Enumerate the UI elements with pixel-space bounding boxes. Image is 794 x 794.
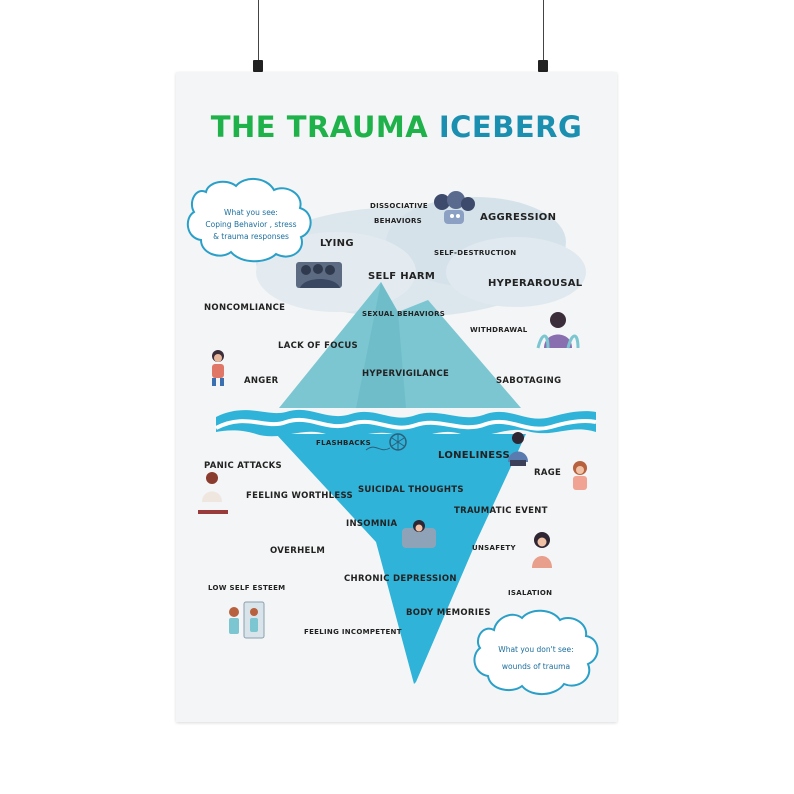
label-dissociative-2: BEHAVIORS [374,217,423,225]
bubble-see-text: What you see: Coping Behavior , stress &… [188,207,314,243]
title-part-1: THE TRAUMA [210,110,429,144]
label-feeling-worthless: FEELING WORTHLESS [246,491,353,501]
ball-of-yarn-icon [365,433,407,451]
wave-highlight [215,417,597,431]
bubble-see-line-3: & trauma responses [213,232,289,241]
poster: THE TRAUMA ICEBERG What you see: Coping … [176,72,617,722]
woman-in-bed-icon [402,520,436,548]
hanging-wire-left [258,0,259,60]
angry-woman-icon [212,350,224,386]
label-dissociative-1: DISSOCIATIVE [370,202,428,210]
label-chronic-depression: CHRONIC DEPRESSION [344,574,457,584]
page-title: THE TRAUMA ICEBERG [176,110,617,144]
iceberg-underwater [276,434,526,684]
label-feeling-incompetent: FEELING INCOMPETENT [304,628,402,636]
label-rage: RAGE [534,468,562,478]
label-sexual-behaviors: SEXUAL BEHAVIORS [362,310,446,318]
mirror-reflection-icon [229,601,265,639]
bubble-dont-see-text: What you don't see: wounds of trauma [480,641,592,675]
label-loneliness: LONELINESS [438,450,510,461]
iceberg-illustration [186,178,599,695]
hanging-wire-right [543,0,544,60]
label-withdrawal: WITHDRAWAL [470,326,528,334]
label-noncompliance: NONCOMLIANCE [204,303,286,313]
label-body-memories: BODY MEMORIES [406,608,491,618]
bubble-see-line-1: What you see: [224,208,278,217]
label-traumatic-event: TRAUMATIC EVENT [454,506,548,516]
label-hyperarousal: HYPERAROUSAL [488,278,583,289]
crying-woman-icon [536,312,580,349]
label-low-self-esteem: LOW SELF ESTEEM [208,584,286,592]
label-self-destruction: SELF-DESTRUCTION [434,249,517,257]
title-part-2: ICEBERG [438,110,583,144]
label-sabotaging: SABOTAGING [496,376,562,386]
label-overhelm: OVERHELM [270,546,326,556]
hanging-clip-icon [253,60,263,72]
watercolor-cloud [256,197,586,317]
label-lack-of-focus: LACK OF FOCUS [278,341,358,351]
label-panic-attacks: PANIC ATTACKS [204,461,282,471]
huddled-group-icon [296,262,342,288]
bubble-see-line-2: Coping Behavior , stress [205,220,297,229]
label-lying: LYING [320,238,354,249]
label-insomnia: INSOMNIA [346,519,398,529]
label-flashbacks: FLASHBACKS [316,439,371,447]
bubble-dont-see-line-2: wounds of trauma [501,662,571,671]
screaming-woman-icon [573,461,587,490]
label-hypervigilance: HYPERVIGILANCE [362,369,450,379]
label-aggression: AGGRESSION [480,212,557,223]
sad-woman-icon [532,532,552,568]
sitting-woman-icon [508,432,528,466]
hanging-clip-icon [538,60,548,72]
kneeling-woman-icon [198,472,228,514]
label-suicidal-thoughts: SUICIDAL THOUGHTS [358,485,464,495]
speech-bubble-dont-see [473,609,599,695]
iceberg-tip-shade [356,282,406,408]
speech-bubble-see [186,178,312,263]
label-isalation: ISALATION [508,589,553,597]
bubble-dont-see-line-1: What you don't see: [498,645,574,654]
label-self-harm: SELF HARM [368,271,436,282]
monster-heads-icon [434,191,475,224]
water-surface [216,409,596,438]
label-unsafety: UNSAFETY [472,544,516,552]
label-anger: ANGER [244,376,279,386]
